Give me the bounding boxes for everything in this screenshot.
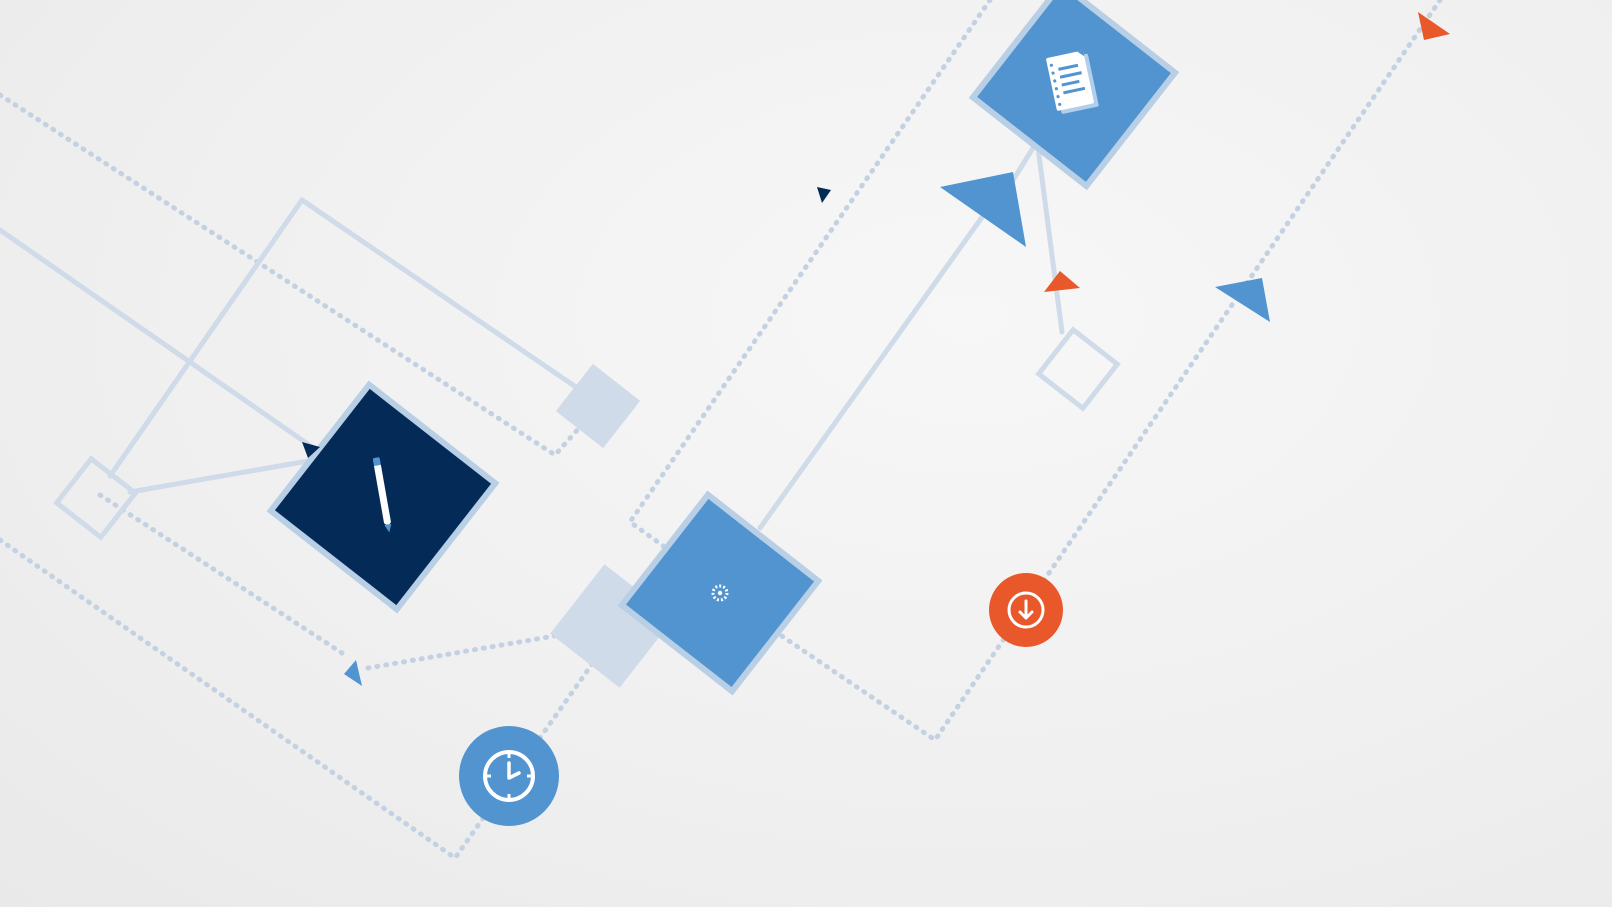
dotted-path-long-diagonal — [626, 0, 993, 561]
settings-node[interactable] — [617, 490, 823, 696]
line-outline-to-pen — [127, 458, 311, 495]
arrow-small-blue — [344, 660, 362, 686]
arrow-orange-mid — [1044, 271, 1080, 292]
solid-connectors — [0, 137, 1065, 531]
line-left-entry — [0, 227, 315, 450]
document-icon — [1046, 50, 1099, 114]
pale-square-top — [555, 363, 641, 449]
arrow-small-pen — [302, 442, 320, 458]
document-node[interactable] — [968, 0, 1180, 191]
outline-node-left[interactable] — [53, 455, 139, 541]
arrow-small-navy — [817, 187, 831, 203]
arrow-orange-top — [1418, 12, 1450, 40]
arrow-large-blue — [940, 172, 1026, 247]
dotted-connectors — [0, 0, 1443, 862]
download-icon — [1007, 591, 1045, 629]
arrow-mid-blue — [1215, 278, 1270, 322]
pen-node[interactable] — [266, 380, 500, 614]
download-node[interactable] — [989, 573, 1063, 647]
clock-node[interactable] — [459, 726, 559, 826]
dotted-path-mid-left — [97, 492, 348, 658]
dotted-path-right — [767, 0, 1443, 744]
line-document-to-outline — [1034, 137, 1065, 335]
dotted-path-to-arrow — [365, 632, 563, 671]
pen-icon — [372, 457, 392, 533]
dotted-path-upper-left — [0, 92, 598, 459]
clock-icon — [483, 750, 535, 802]
line-bracket — [107, 196, 595, 479]
outline-node-right[interactable] — [1035, 326, 1121, 412]
line-settings-to-arrow — [757, 210, 988, 531]
